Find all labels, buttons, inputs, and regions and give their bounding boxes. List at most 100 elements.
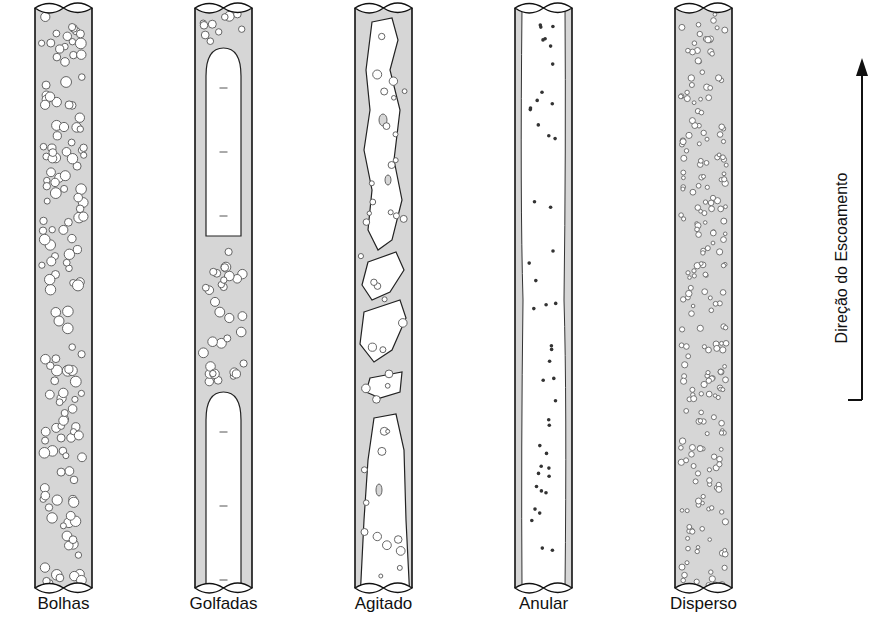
- bubble: [686, 48, 691, 53]
- droplet: [545, 452, 549, 456]
- bubble: [684, 149, 688, 153]
- bubble: [691, 396, 697, 402]
- pipe-wall: [34, 8, 36, 588]
- bubble: [717, 132, 723, 138]
- bubble: [51, 377, 59, 385]
- bubble: [392, 96, 397, 101]
- bubble: [225, 313, 234, 322]
- bubble: [715, 26, 719, 30]
- bubble: [60, 523, 66, 529]
- bubble: [681, 155, 687, 161]
- bubble: [397, 565, 402, 570]
- bubble: [709, 570, 713, 574]
- regime-label: Disperso: [670, 594, 737, 614]
- bubble: [238, 312, 247, 321]
- bubble: [705, 37, 711, 43]
- bubble: [686, 271, 690, 275]
- bubble: [221, 264, 229, 272]
- bubble: [75, 113, 84, 122]
- bubble: [208, 337, 218, 347]
- droplet: [537, 123, 541, 127]
- bubble-group: [358, 33, 407, 578]
- bubble: [385, 370, 393, 378]
- bubble: [723, 232, 727, 236]
- bubble: [208, 20, 216, 28]
- pipe-end: [195, 3, 252, 13]
- gas-chunk: [360, 300, 406, 362]
- pipe-end: [35, 3, 92, 13]
- bubble: [39, 448, 50, 459]
- bubble: [686, 354, 691, 359]
- bubble: [695, 227, 700, 232]
- bubble: [202, 284, 209, 291]
- bubble: [40, 563, 49, 572]
- bubble: [68, 234, 76, 242]
- shade-mark: [220, 152, 228, 153]
- liquid-drop: [376, 484, 382, 496]
- bubble: [688, 276, 692, 280]
- bubble: [711, 454, 716, 459]
- bubble: [61, 185, 68, 192]
- bubble: [720, 290, 726, 296]
- bubble: [68, 405, 77, 414]
- droplet: [547, 474, 551, 478]
- bubble: [45, 274, 55, 284]
- bubble: [699, 97, 703, 101]
- bubble: [717, 249, 723, 255]
- pipe-end: [355, 583, 412, 593]
- bubble: [65, 101, 73, 109]
- droplet: [541, 546, 545, 550]
- bubble: [680, 509, 684, 513]
- bubble: [402, 89, 407, 94]
- bubble: [721, 139, 725, 143]
- bubble: [724, 163, 728, 167]
- droplet: [529, 106, 533, 110]
- droplet: [533, 507, 537, 511]
- bubble: [69, 536, 77, 544]
- bubble: [708, 538, 712, 542]
- droplet: [533, 200, 537, 204]
- bubble: [719, 124, 725, 130]
- bubble: [705, 137, 709, 141]
- bubble: [724, 205, 728, 209]
- bubble: [386, 429, 390, 433]
- bubble: [66, 511, 75, 520]
- bubble: [692, 269, 696, 273]
- bubble: [43, 183, 50, 190]
- taylor-bubble: [206, 392, 241, 588]
- bubble: [689, 452, 695, 458]
- bubble: [723, 548, 727, 552]
- flow-arrow-head: [856, 58, 868, 76]
- droplet: [535, 485, 539, 489]
- bubble: [74, 431, 83, 440]
- liquid-drop: [385, 175, 391, 185]
- bubble: [56, 399, 63, 406]
- bubble: [369, 181, 374, 186]
- bubble: [721, 218, 727, 224]
- bubble: [688, 75, 694, 81]
- bubble: [45, 504, 52, 511]
- bubble: [381, 88, 388, 95]
- bubble: [240, 360, 247, 367]
- bubble: [701, 494, 705, 498]
- bubble: [379, 33, 385, 39]
- droplet: [551, 549, 555, 553]
- bubble: [721, 155, 726, 160]
- bubble: [687, 525, 692, 530]
- pipe-body: [675, 8, 732, 588]
- bubble: [704, 161, 709, 166]
- bubble: [222, 14, 229, 21]
- bubble: [400, 215, 407, 222]
- bubble: [689, 118, 695, 124]
- bubble: [81, 152, 87, 158]
- bubble: [76, 30, 84, 38]
- bubble: [59, 388, 68, 397]
- bubble: [236, 327, 246, 337]
- bubble: [713, 301, 718, 306]
- bubble: [721, 237, 727, 243]
- gas-chunk: [366, 372, 402, 398]
- bubble: [695, 549, 699, 553]
- regime-label: Anular: [519, 594, 568, 614]
- droplet: [550, 348, 554, 352]
- bubble: [70, 376, 81, 387]
